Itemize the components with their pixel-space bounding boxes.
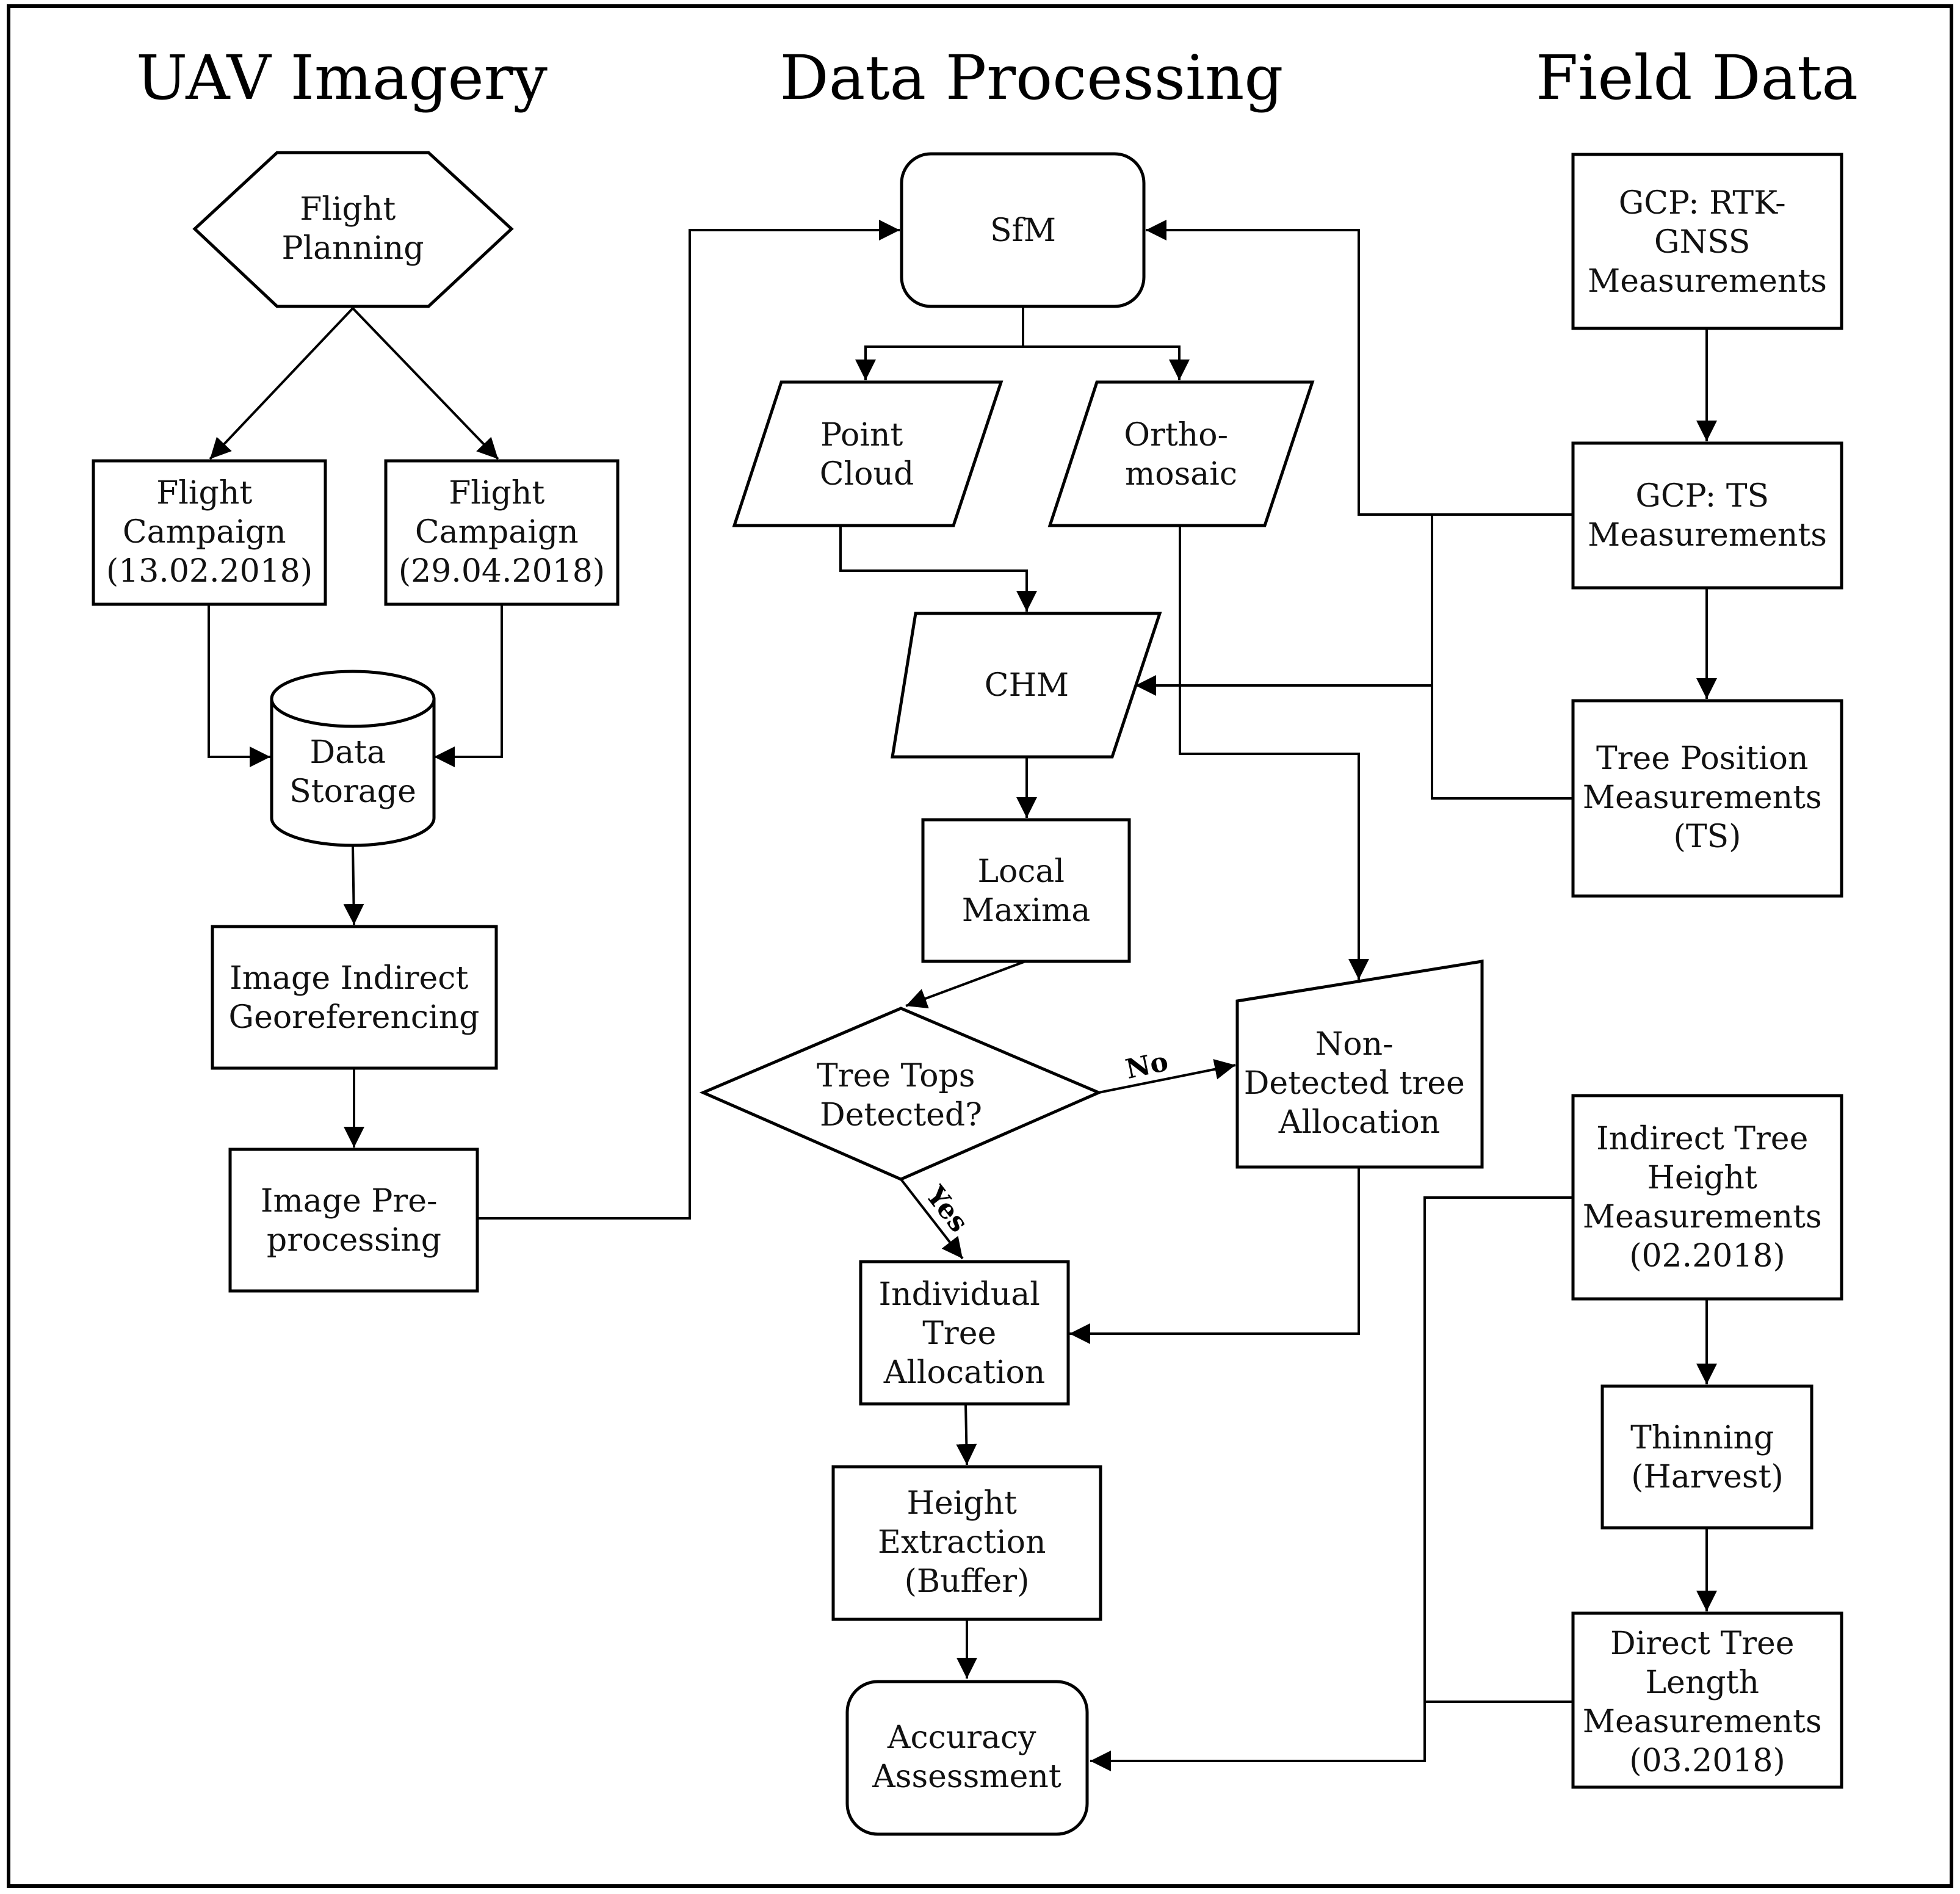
svg-text:Accuracy Assessment: Accuracy Assessment — [872, 1719, 1061, 1795]
svg-text:Indirect Tree Height: Indirect Tree Height Measurements (02.20… — [1583, 1121, 1832, 1274]
edge-label-yes: Yes — [919, 1180, 974, 1238]
edge-sfm-pointcloud — [855, 307, 1024, 380]
node-tree-position: Tree Position Measurements (TS) — [1571, 699, 1843, 898]
svg-text:Image Indirect Georefere: Image Indirect Georeferencing — [229, 960, 480, 1036]
svg-text:Flight Planning: Flight Planning — [281, 191, 424, 267]
edge-campaign2-storage — [434, 604, 503, 767]
edge-preprocessing-sfm — [477, 220, 900, 1220]
edge-pointcloud-chm — [839, 526, 1037, 612]
edge-treetops-nondetected-no — [1098, 1059, 1236, 1094]
svg-text:Flight Campaign (2: Flight Campaign (29.04.2018) — [399, 475, 605, 590]
outer-frame — [7, 4, 1953, 1888]
svg-text:Data Storage: Data Storage — [289, 734, 416, 810]
node-indirect-tree-height: Indirect Tree Height Measurements (02.20… — [1571, 1094, 1843, 1301]
node-gcp-ts: GCP: TS Measurements — [1571, 441, 1843, 590]
edge-field-accuracy — [1090, 1196, 1573, 1771]
node-tree-tops-decision: Tree Tops Detected? — [699, 1007, 1103, 1181]
edge-planning-campaign2 — [352, 307, 499, 460]
node-flight-campaign-2: Flight Campaign (29.04.2018) — [384, 459, 620, 606]
svg-text:Thinning (Harvest): Thinning (Harvest) — [1630, 1420, 1784, 1495]
svg-text:Tree Tops Detected?: Tree Tops Detected? — [817, 1058, 985, 1133]
connectors — [208, 220, 1717, 1771]
edge-treeposition-chm — [1431, 685, 1573, 800]
node-image-georeferencing: Image Indirect Georeferencing — [211, 925, 498, 1070]
node-direct-tree-length: Direct Tree Length Measurements (03.2018… — [1571, 1611, 1843, 1789]
node-non-detected-tree-allocation: Non- Detected tree Allocation — [1235, 960, 1484, 1169]
svg-text:Point Cloud: Point Cloud — [820, 417, 914, 493]
edge-campaign1-storage — [208, 604, 270, 767]
edge-planning-campaign1 — [209, 307, 354, 460]
header-uav-imagery: UAV Imagery — [136, 42, 548, 114]
node-point-cloud: Point Cloud — [732, 380, 1004, 527]
edge-gcpts-sfm — [1146, 220, 1573, 516]
svg-text:Local Maxima: Local Maxima — [962, 853, 1091, 929]
node-gcp-rtk-gnss: GCP: RTK- GNSS Measurements — [1571, 153, 1843, 330]
svg-text:CHM: CHM — [985, 667, 1069, 704]
svg-text:GCP: RTK- GNSS Mea: GCP: RTK- GNSS Measurements — [1588, 185, 1827, 300]
svg-text:Flight Campaign (1: Flight Campaign (13.02.2018) — [106, 475, 313, 590]
edge-sfm-orthomosaic — [1023, 345, 1190, 380]
svg-text:Height Extraction: Height Extraction (Buffer) — [878, 1485, 1056, 1600]
header-field-data: Field Data — [1536, 42, 1858, 114]
edge-individual-height — [956, 1403, 977, 1466]
edge-localmaxima-treetops — [905, 960, 1026, 1009]
svg-text:Image Pre- processing: Image Pre- processing — [261, 1183, 447, 1259]
node-orthomosaic: Ortho- mosaic — [1047, 380, 1315, 527]
node-sfm: SfM — [900, 152, 1146, 308]
edge-nondetected-individual — [1069, 1167, 1360, 1344]
node-flight-campaign-1: Flight Campaign (13.02.2018) — [92, 459, 327, 606]
node-accuracy-assessment: Accuracy Assessment — [845, 1680, 1089, 1836]
edge-treetops-individual-yes — [900, 1178, 964, 1260]
node-individual-tree-allocation: Individual Tree Allocation — [859, 1260, 1070, 1406]
node-thinning: Thinning (Harvest) — [1600, 1384, 1814, 1530]
edge-storage-georef — [343, 845, 364, 925]
svg-text:Ortho- mosaic: Ortho- mosaic — [1124, 417, 1238, 493]
svg-text:Tree Position Measuremen: Tree Position Measurements (TS) — [1583, 740, 1832, 855]
svg-text:Individual Tree Al: Individual Tree Allocation — [879, 1276, 1051, 1391]
node-chm: CHM — [891, 612, 1162, 759]
svg-text:GCP: TS Measurements: GCP: TS Measurements — [1588, 478, 1827, 554]
svg-text:SfM: SfM — [990, 212, 1056, 249]
node-local-maxima: Local Maxima — [921, 818, 1131, 963]
header-data-processing: Data Processing — [780, 42, 1284, 114]
svg-text:Non- Detected tree: Non- Detected tree Allocation — [1244, 1026, 1475, 1141]
node-height-extraction: Height Extraction (Buffer) — [831, 1465, 1102, 1621]
edge-orthomosaic-nondetected — [1179, 526, 1369, 980]
node-flight-planning: Flight Planning — [192, 151, 514, 308]
svg-text:Direct Tree Length: Direct Tree Length Measurements (03.2018… — [1583, 1625, 1832, 1779]
node-data-storage: Data Storage — [270, 670, 436, 847]
node-image-preprocessing: Image Pre- processing — [228, 1148, 479, 1293]
